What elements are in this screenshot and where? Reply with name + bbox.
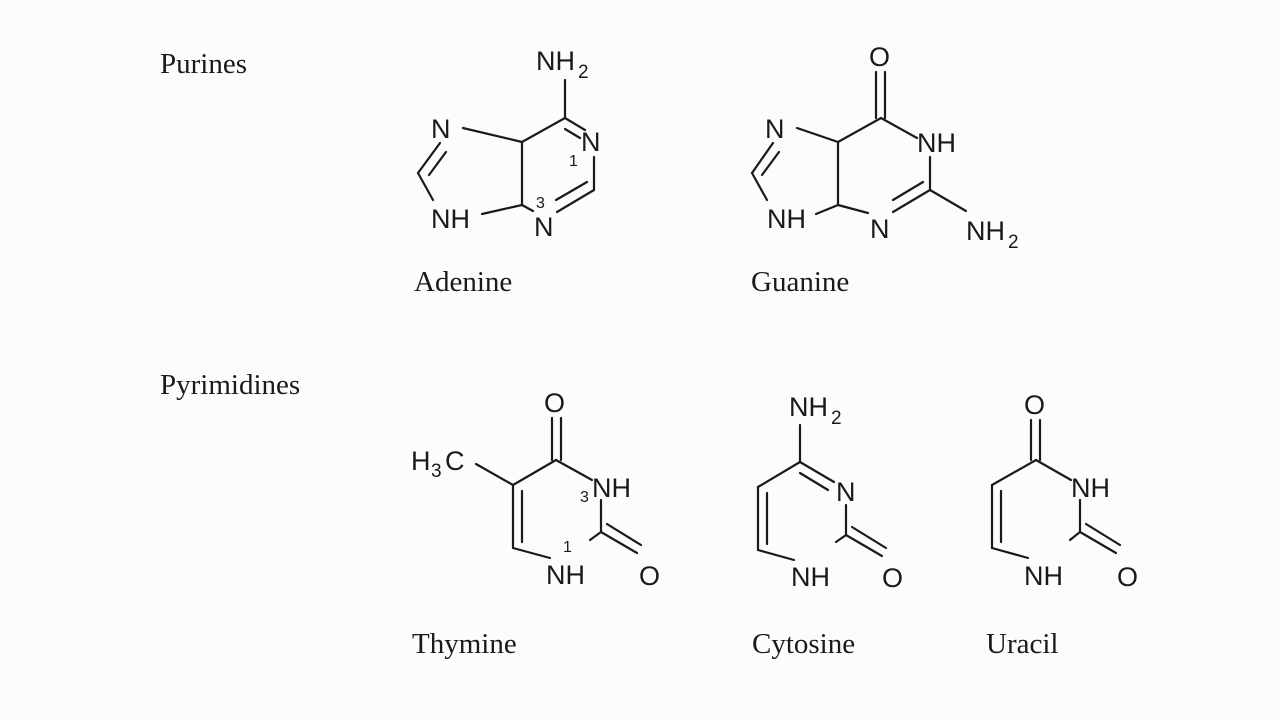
cytosine-n3: N bbox=[836, 477, 856, 507]
cytosine-amine: NH bbox=[789, 392, 828, 422]
guanine-label: Guanine bbox=[751, 266, 850, 298]
guanine-structure: O N NH NH N NH 2 bbox=[750, 42, 1019, 253]
uracil-structure: O NH NH O bbox=[990, 390, 1138, 592]
adenine-pos3: 3 bbox=[536, 195, 545, 212]
uracil-oxo4: O bbox=[1024, 390, 1045, 420]
guanine-n1: NH bbox=[917, 128, 956, 158]
thymine-oxo4: O bbox=[544, 388, 565, 418]
thymine-methyl-h: H bbox=[411, 446, 431, 476]
adenine-n1: N bbox=[581, 127, 601, 157]
thymine-label: Thymine bbox=[412, 628, 517, 660]
adenine-pos1: 1 bbox=[569, 153, 578, 170]
cytosine-structure: NH 2 N NH O bbox=[756, 392, 903, 593]
guanine-amine: NH bbox=[966, 216, 1005, 246]
thymine-pos1: 1 bbox=[563, 539, 572, 556]
thymine-n3: NH bbox=[592, 473, 631, 503]
cytosine-oxo2: O bbox=[882, 563, 903, 593]
cytosine-label: Cytosine bbox=[752, 628, 856, 660]
adenine-label: Adenine bbox=[414, 266, 513, 298]
adenine-amine: NH bbox=[536, 46, 575, 76]
adenine-n7: N bbox=[431, 114, 451, 144]
purines-heading: Purines bbox=[160, 48, 247, 80]
adenine-amine-sub: 2 bbox=[578, 62, 589, 83]
adenine-n3: N bbox=[534, 212, 554, 242]
thymine-oxo2: O bbox=[639, 561, 660, 591]
cytosine-amine-sub: 2 bbox=[831, 408, 842, 429]
uracil-n1: NH bbox=[1024, 561, 1063, 591]
guanine-n9: NH bbox=[767, 204, 806, 234]
uracil-n3: NH bbox=[1071, 473, 1110, 503]
adenine-structure: NH 2 N N 1 NH 3 N bbox=[416, 46, 601, 242]
guanine-amine-sub: 2 bbox=[1008, 232, 1019, 253]
thymine-n1: NH bbox=[546, 560, 585, 590]
guanine-n3: N bbox=[870, 214, 890, 244]
guanine-n7: N bbox=[765, 114, 785, 144]
uracil-label: Uracil bbox=[986, 628, 1059, 660]
adenine-n9: NH bbox=[431, 204, 470, 234]
cytosine-n1: NH bbox=[791, 562, 830, 592]
thymine-pos3: 3 bbox=[580, 489, 589, 506]
thymine-methyl-sub: 3 bbox=[431, 461, 442, 482]
pyrimidines-heading: Pyrimidines bbox=[160, 369, 301, 401]
thymine-methyl-c: C bbox=[445, 446, 465, 476]
uracil-oxo2: O bbox=[1117, 562, 1138, 592]
guanine-oxo: O bbox=[869, 42, 890, 72]
thymine-structure: O H 3 C 3 NH 1 NH O bbox=[411, 388, 660, 591]
